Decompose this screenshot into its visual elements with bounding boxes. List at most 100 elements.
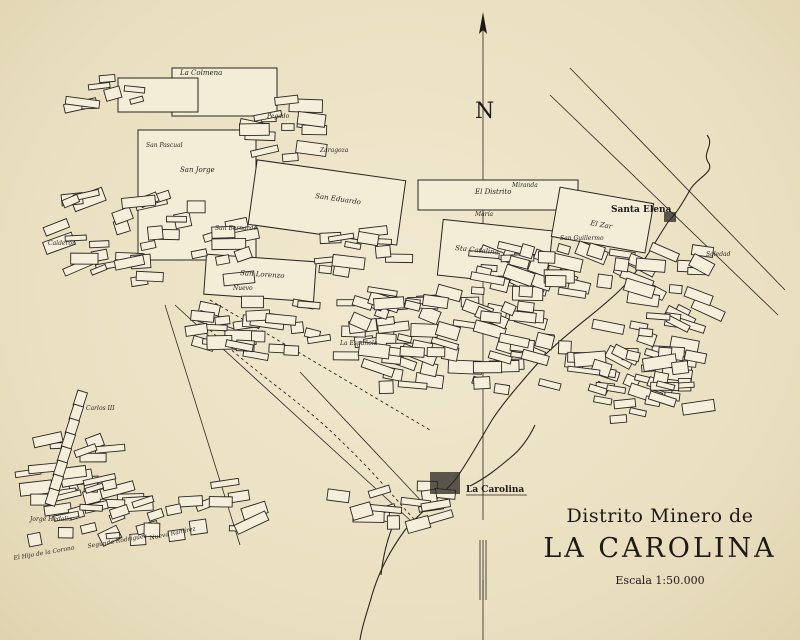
town-santa-elena-label: Santa Elena xyxy=(611,205,672,215)
mining-plot xyxy=(211,225,236,239)
town-santa-elena: Santa Elena xyxy=(611,205,676,222)
label-calderon: Calderón xyxy=(48,240,76,247)
mining-plot xyxy=(222,270,256,287)
map-title-line1: Distrito Minero de xyxy=(566,505,754,527)
mining-plot xyxy=(404,514,432,534)
label-zaragoza: Zaragoza xyxy=(319,147,349,154)
mining-plots xyxy=(14,73,726,548)
mining-plot xyxy=(596,273,614,290)
concession-el-zar xyxy=(550,186,655,254)
mining-plot xyxy=(635,257,667,273)
mining-plot xyxy=(586,242,606,261)
mining-plot xyxy=(296,110,327,128)
mining-plot xyxy=(313,256,334,265)
mining-plot xyxy=(622,277,656,299)
mining-plot xyxy=(331,253,366,271)
mining-plot xyxy=(306,333,332,345)
mining-plot xyxy=(190,309,215,323)
label-carlos-iii: Carlos III xyxy=(86,405,115,412)
mining-plot xyxy=(647,390,677,408)
mining-plot xyxy=(326,488,351,504)
mining-plot xyxy=(537,250,556,264)
mining-plot xyxy=(233,245,253,263)
mining-plot xyxy=(567,365,601,376)
mining-plot xyxy=(239,123,270,137)
mining-plot xyxy=(26,531,43,548)
mining-plot xyxy=(123,85,146,94)
mining-plot xyxy=(420,498,452,512)
mining-plot xyxy=(537,378,562,391)
label-pegado: Pegado xyxy=(266,113,290,120)
mining-plot xyxy=(241,295,264,309)
scale-bar-ornament xyxy=(479,540,487,600)
mining-plot xyxy=(42,218,71,237)
mining-plot xyxy=(113,254,146,271)
mining-plot xyxy=(79,503,104,512)
label-el-zar: El Zar xyxy=(589,219,614,231)
mining-plot xyxy=(356,230,380,247)
mining-plot xyxy=(111,206,134,226)
mining-plot xyxy=(253,109,283,122)
mining-plot xyxy=(188,518,208,536)
label-nuevo: Nuevo xyxy=(232,285,253,292)
mining-plot xyxy=(89,263,108,276)
label-san-lorenzo: San Lorenzo xyxy=(240,269,285,280)
mining-plot xyxy=(397,380,428,390)
mining-plot xyxy=(44,487,61,507)
mining-plot xyxy=(641,353,678,373)
mining-plot xyxy=(498,332,531,349)
label-soledad: Soledad xyxy=(706,251,731,258)
mining-plot xyxy=(70,252,99,265)
mining-plot xyxy=(479,310,502,324)
mining-plot xyxy=(131,495,155,509)
mining-plot xyxy=(683,286,714,307)
map-title-block: Distrito Minero de LA CAROLINA Escala 1:… xyxy=(530,505,790,587)
mining-plot xyxy=(129,95,145,105)
mining-plot xyxy=(295,139,328,158)
mining-plot xyxy=(89,240,110,249)
mining-plot xyxy=(348,311,373,332)
label-la-colmena: La Colmena xyxy=(179,69,222,77)
mining-plot xyxy=(502,263,536,288)
mining-plot xyxy=(233,510,270,535)
label-hijo-de-la-corona: El Hijo de la Corona xyxy=(12,544,75,562)
mining-plot xyxy=(52,510,80,522)
label-la-espanola: La Española xyxy=(339,340,378,347)
mining-plot xyxy=(520,348,550,367)
mining-plot xyxy=(516,300,535,314)
mining-plot xyxy=(396,333,413,344)
mining-plot xyxy=(64,234,87,242)
mining-plot xyxy=(374,244,392,259)
north-label: N xyxy=(475,99,494,124)
mining-plot xyxy=(500,300,517,317)
mining-plot xyxy=(518,285,534,298)
mining-plot xyxy=(211,238,247,251)
mining-plot xyxy=(214,254,231,266)
mining-plot xyxy=(426,347,446,358)
mining-plot xyxy=(283,344,300,357)
mining-plot xyxy=(79,452,107,463)
mining-plot xyxy=(468,250,500,260)
town-la-carolina-block xyxy=(430,472,460,494)
mining-plot xyxy=(129,532,147,547)
mining-plot xyxy=(98,73,116,84)
mining-plot xyxy=(166,215,187,223)
mining-plot xyxy=(469,271,506,286)
mining-plot xyxy=(508,310,537,324)
mining-plot xyxy=(184,322,209,337)
mining-plot xyxy=(178,495,204,508)
mining-plot xyxy=(592,395,613,406)
town-santa-elena-block xyxy=(664,212,676,222)
mining-plot xyxy=(655,380,676,391)
mining-plot xyxy=(318,264,333,275)
mining-plot xyxy=(472,361,503,374)
mining-plot xyxy=(186,200,206,214)
mining-plot xyxy=(82,473,117,487)
mining-plot xyxy=(628,407,647,418)
mining-plot xyxy=(73,443,98,459)
mining-plot xyxy=(190,248,208,260)
mining-plot xyxy=(146,225,164,241)
mining-plot xyxy=(274,94,299,106)
mining-plot xyxy=(470,286,485,295)
